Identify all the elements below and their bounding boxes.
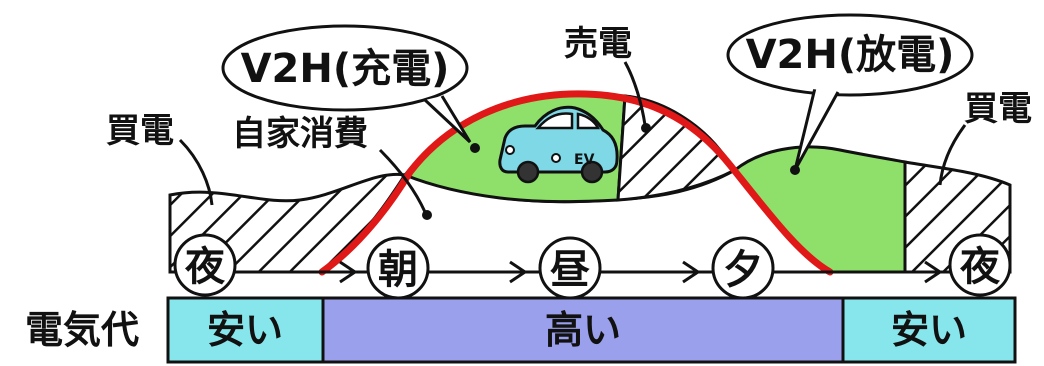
self-consumption-label: 自家消費 xyxy=(232,114,368,154)
electricity-cost-label: 電気代 xyxy=(25,308,139,352)
car-emblem xyxy=(551,153,561,163)
time-node-morning: 朝 xyxy=(366,236,430,300)
leader-line xyxy=(623,61,647,126)
price-expensive xyxy=(321,296,845,364)
car-wheel xyxy=(516,160,540,184)
pointer-dot xyxy=(470,143,480,153)
buy-label-left: 買電 xyxy=(106,111,174,151)
car-window xyxy=(576,112,601,130)
time-node-night-start: 夜 xyxy=(173,233,237,297)
leader-line xyxy=(378,148,427,213)
svg-text:夜: 夜 xyxy=(959,244,1001,290)
arrow-head-icon xyxy=(509,260,528,284)
svg-text:夜: 夜 xyxy=(184,244,226,290)
pointer-dot xyxy=(790,165,800,175)
v2h-charge-bubble: V2H(充電) xyxy=(221,24,472,144)
time-node-evening: 夕 xyxy=(711,236,775,300)
sell-label-group: 売電 xyxy=(564,24,651,133)
svg-text:昼: 昼 xyxy=(550,247,590,293)
v2h-discharge-label: V2H(放電) xyxy=(746,32,955,78)
buy-label-right-group: 買電 xyxy=(938,89,1032,186)
ev-car: EV xyxy=(498,105,619,184)
self-consumption-label-group: 自家消費 xyxy=(232,114,432,220)
price-label-cheap-right: 安い xyxy=(891,308,967,352)
price-label-expensive: 高い xyxy=(545,308,621,352)
car-window xyxy=(535,112,574,130)
price-cheap-right xyxy=(841,296,1017,364)
v2h-charge-label: V2H(充電) xyxy=(241,46,450,92)
svg-text:夕: 夕 xyxy=(723,247,763,293)
arrow-head-icon xyxy=(924,260,943,284)
price-cheap-left xyxy=(166,296,325,364)
car-wheel xyxy=(580,160,604,184)
price-label-cheap-left: 安い xyxy=(207,308,283,352)
time-node-noon: 昼 xyxy=(538,236,602,300)
buy-label-left-group: 買電 xyxy=(106,111,214,206)
pointer-dot xyxy=(422,210,432,220)
car-headlight xyxy=(505,145,515,155)
sell-label: 売電 xyxy=(564,24,632,64)
leader-line xyxy=(938,124,967,186)
buy-label-right: 買電 xyxy=(964,89,1032,129)
time-node-night-end: 夜 xyxy=(948,233,1012,297)
svg-text:朝: 朝 xyxy=(378,247,418,293)
ev-badge-label: EV xyxy=(574,152,595,168)
arrow-head-icon xyxy=(339,260,358,284)
leader-line xyxy=(178,138,214,206)
arrow-head-icon xyxy=(682,260,701,284)
pointer-dot xyxy=(641,123,651,133)
solar-generation-curve xyxy=(318,90,834,276)
v2h-discharge-bubble: V2H(放電) xyxy=(726,13,974,171)
price-bar: 安い 高い 安い xyxy=(166,296,1017,364)
